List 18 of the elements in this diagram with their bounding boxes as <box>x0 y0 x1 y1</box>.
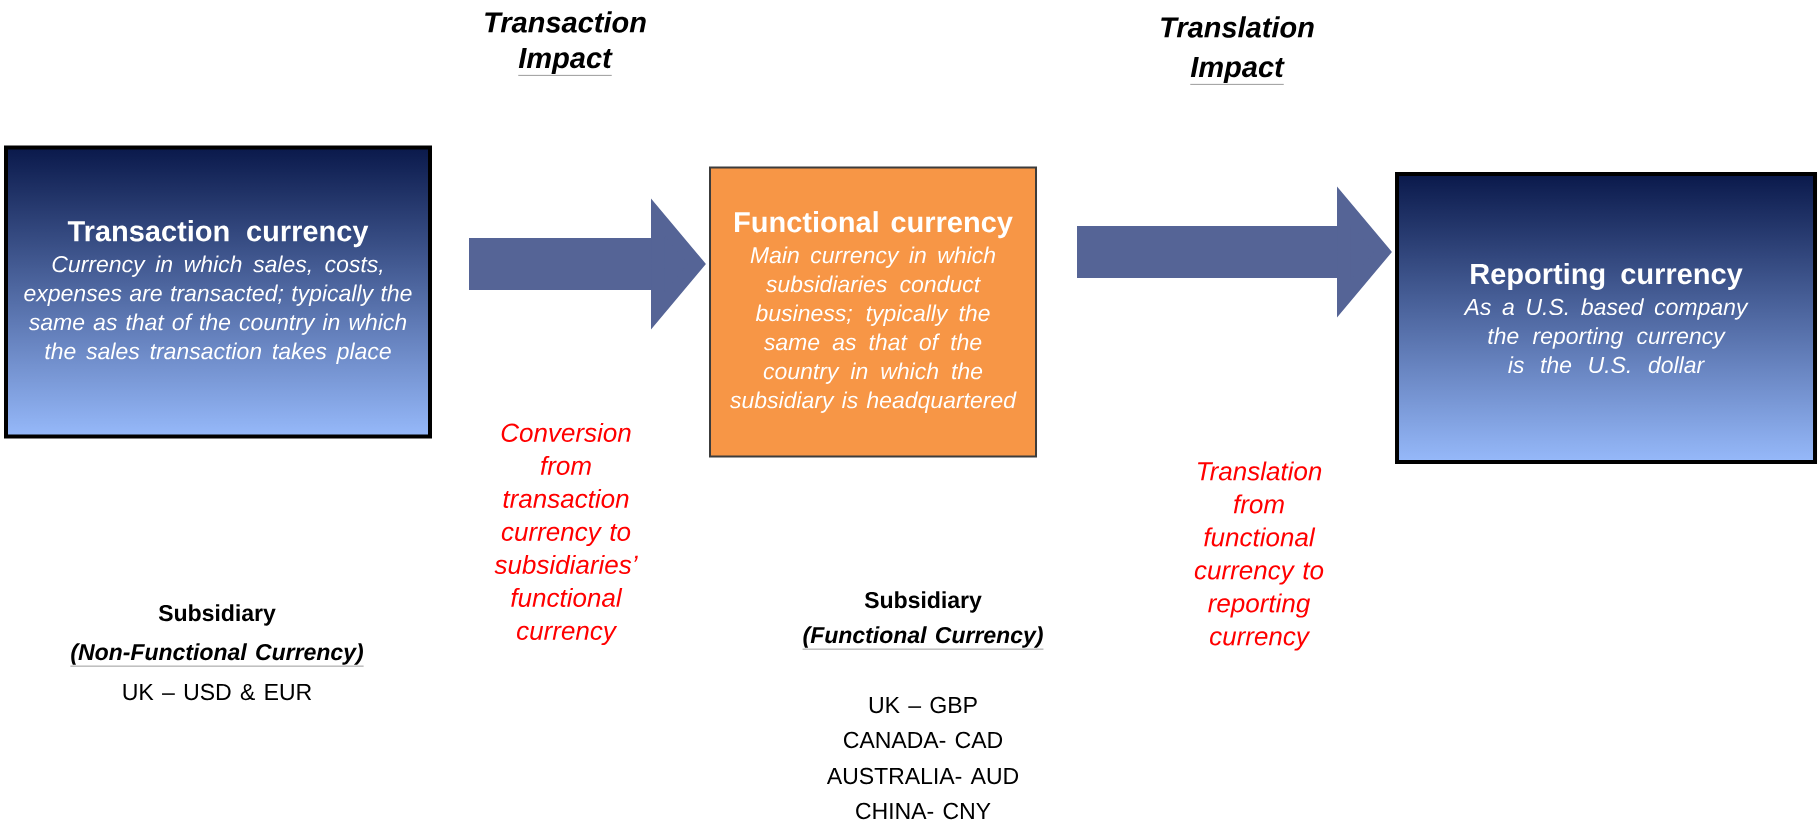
currency-list-item: UK – GBP <box>869 696 977 714</box>
currency-box: Transaction currency Currency in which sales, costs, expenses are transacted; typically the same as that of the country in which the sales transaction takes place <box>4 145 432 439</box>
currency-list-item: UK – USD & EUR <box>123 683 312 701</box>
note-text: Conversion from transaction currency to subsidiaries’ functional currency <box>494 422 638 646</box>
heading-text: Transaction <box>485 11 646 33</box>
subsidiary-label: Subsidiary <box>158 604 276 626</box>
subsidiary-label: (Functional Currency) <box>802 626 1044 650</box>
currency-box: Reporting currency As a U.S. based company the reporting currency is the U.S. dollar <box>1395 172 1817 464</box>
subsidiary-label: (Non-Functional Currency) <box>70 643 364 667</box>
currency-list-item: CHINA- CNY <box>856 802 991 820</box>
currency-box: Functional currency Main currency in which subsidiaries conduct business; typically the same as that of the country in which the subsidiary is headquartered <box>709 166 1037 458</box>
heading-text: Translation <box>1161 16 1314 38</box>
heading-text: Impact <box>1190 57 1285 85</box>
subsidiary-label: Subsidiary <box>864 591 982 613</box>
note-text: Translation from functional currency to reporting currency <box>1194 461 1324 651</box>
currency-list-item: CANADA- CAD <box>844 731 1003 749</box>
currency-list-item: AUSTRALIA- AUD <box>826 767 1019 785</box>
heading-text: Impact <box>518 48 613 76</box>
